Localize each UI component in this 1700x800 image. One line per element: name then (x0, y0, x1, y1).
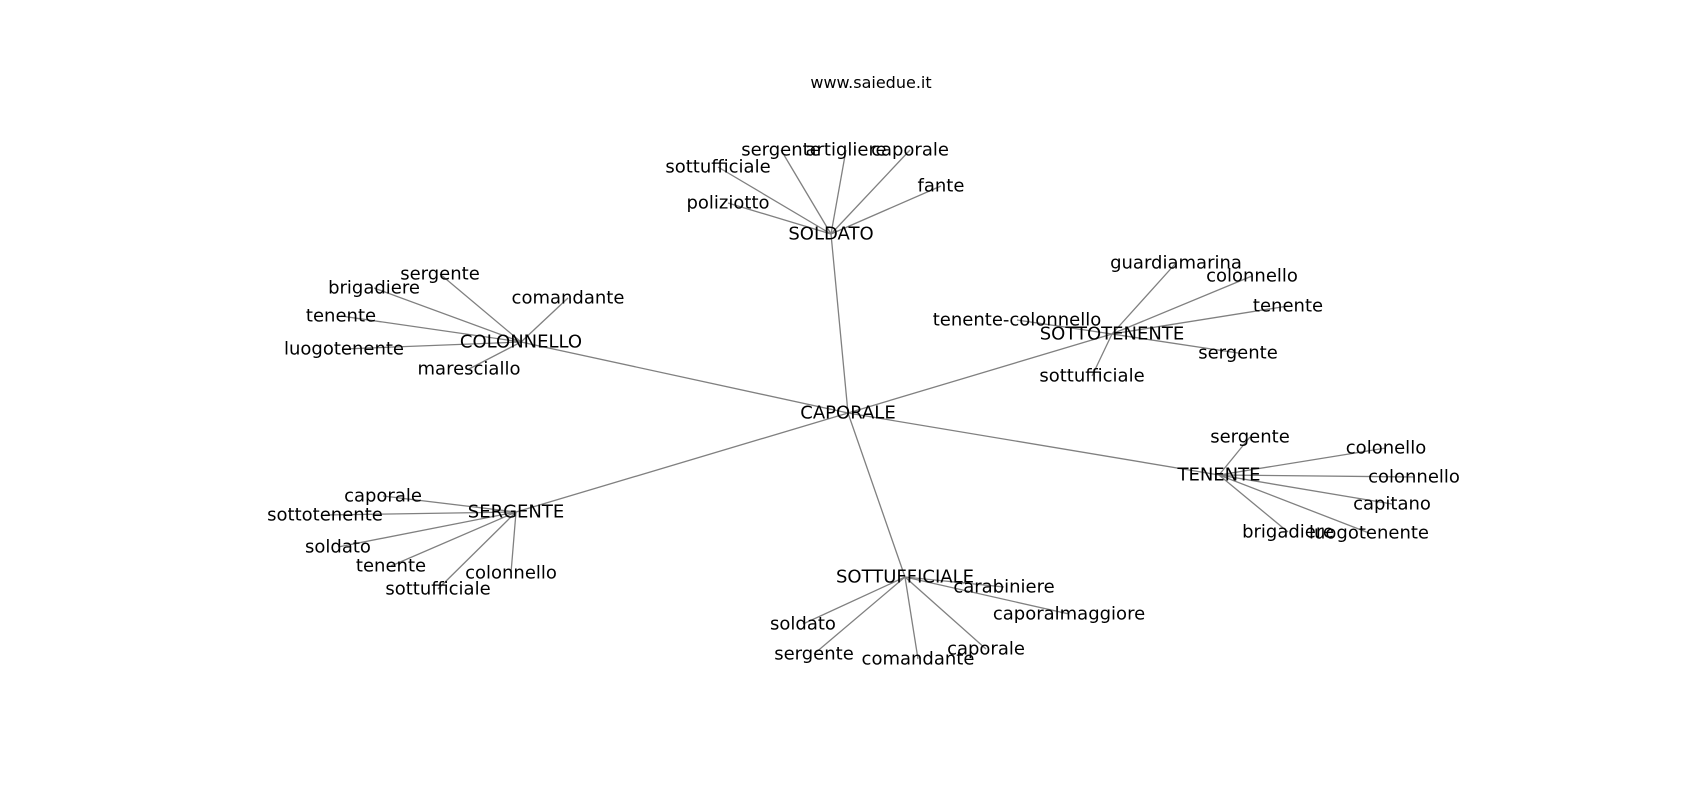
site-url-label: www.saiedue.it (810, 73, 931, 92)
edge-sergente-leaf-4 (510, 511, 517, 574)
edge-colonnello-leaf-0 (439, 273, 522, 343)
edge-tenente-leaf-3 (1218, 474, 1393, 505)
edge-sottotenente-leaf-1 (1111, 275, 1253, 335)
edge-tenente-leaf-2 (1218, 474, 1415, 478)
leaf-node-sottufficiale-0: carabiniere (953, 577, 1054, 598)
edge-sottotenente-leaf-5 (1091, 333, 1113, 377)
leaf-node-sottotenente-1: colonnello (1206, 266, 1298, 287)
leaf-node-sergente-3: tenente (356, 556, 426, 577)
leaf-node-colonnello-0: sergente (400, 264, 480, 285)
edge-soldato-leaf-5 (727, 202, 832, 235)
edges-layer (324, 149, 1415, 660)
edge-tenente-leaf-5 (1218, 474, 1370, 534)
edge-center-colonnello (520, 341, 849, 414)
leaf-node-soldato-3: sottufficiale (665, 157, 770, 178)
edge-sergente-leaf-1 (324, 511, 517, 516)
edge-tenente-leaf-0 (1218, 436, 1251, 476)
edge-sottotenente-leaf-4 (1111, 333, 1239, 354)
edge-colonnello-leaf-2 (520, 297, 569, 343)
edge-sergente-leaf-5 (437, 511, 517, 590)
leaf-node-sottotenente-2: tenente (1253, 296, 1323, 317)
leaf-node-colonnello-3: tenente (306, 306, 376, 327)
leaf-node-tenente-2: colonnello (1368, 467, 1460, 488)
hub-node-sottotenente: SOTTOTENENTE (1040, 324, 1184, 345)
edge-sottufficiale-leaf-5 (904, 576, 919, 660)
edge-sergente-leaf-3 (390, 511, 517, 567)
hub-node-soldato: SOLDATO (788, 224, 873, 245)
edge-sottufficiale-leaf-3 (904, 576, 987, 650)
edge-center-soldato (830, 233, 849, 414)
edge-colonnello-leaf-1 (373, 287, 522, 343)
edge-center-sottotenente (847, 333, 1113, 414)
edge-sergente-leaf-2 (337, 511, 517, 548)
hub-node-sottufficiale: SOTTUFFICIALE (836, 567, 974, 588)
leaf-node-sottotenente-4: sergente (1198, 343, 1278, 364)
leaf-node-colonnello-4: luogotenente (284, 339, 404, 360)
edge-sottotenente-leaf-2 (1111, 305, 1289, 335)
edge-center-sergente (515, 412, 849, 513)
edge-colonnello-leaf-5 (468, 341, 522, 370)
leaf-node-sergente-0: caporale (344, 486, 422, 507)
leaf-node-soldato-4: fante (918, 176, 965, 197)
edge-tenente-leaf-1 (1218, 447, 1387, 476)
leaf-node-sottotenente-5: sottufficiale (1039, 366, 1144, 387)
leaf-node-soldato-2: caporale (871, 140, 949, 161)
leaf-node-tenente-3: capitano (1353, 494, 1431, 515)
hub-node-sergente: SERGENTE (468, 502, 564, 523)
edge-soldato-leaf-0 (780, 149, 832, 235)
leaf-node-sottotenente-3: tenente-colonnello (933, 310, 1101, 331)
edge-sergente-leaf-0 (382, 495, 517, 513)
leaf-node-sottufficiale-5: comandante (862, 649, 975, 670)
edge-sottotenente-leaf-0 (1111, 262, 1177, 335)
leaf-node-sottufficiale-2: soldato (770, 614, 836, 635)
leaf-node-sergente-1: sottotenente (267, 505, 383, 526)
labels-layer: CAPORALESOLDATOsergenteartiglierecaporal… (267, 140, 1460, 670)
leaf-node-sottufficiale-3: caporale (947, 639, 1025, 660)
edge-soldato-leaf-2 (830, 149, 911, 235)
edge-sottotenente-leaf-3 (1016, 319, 1113, 335)
leaf-node-soldato-1: artigliere (805, 140, 886, 161)
leaf-node-sergente-2: soldato (305, 537, 371, 558)
edge-center-sottufficiale (847, 412, 906, 578)
edge-colonnello-leaf-3 (340, 315, 522, 343)
leaf-node-tenente-5: luogotenente (1309, 523, 1429, 544)
hub-node-colonnello: COLONNELLO (460, 332, 582, 353)
edge-soldato-leaf-3 (717, 166, 832, 235)
edge-sottufficiale-leaf-1 (904, 576, 1070, 615)
leaf-node-colonnello-5: maresciallo (418, 359, 521, 380)
leaf-node-tenente-1: colonello (1346, 438, 1426, 459)
leaf-node-tenente-0: sergente (1210, 427, 1290, 448)
edge-sottufficiale-leaf-2 (802, 576, 906, 625)
edge-colonnello-leaf-4 (343, 341, 522, 350)
edge-soldato-leaf-1 (830, 149, 847, 235)
leaf-node-sottotenente-0: guardiamarina (1110, 253, 1242, 274)
leaf-node-sottufficiale-1: caporalmaggiore (993, 604, 1145, 625)
leaf-node-sottufficiale-4: sergente (774, 644, 854, 665)
leaf-node-tenente-4: brigadiere (1242, 522, 1334, 543)
edge-tenente-leaf-4 (1218, 474, 1289, 533)
center-node-label: CAPORALE (800, 403, 895, 424)
leaf-node-colonnello-1: brigadiere (328, 278, 420, 299)
leaf-node-soldato-0: sergente (741, 140, 821, 161)
leaf-node-sergente-4: colonnello (465, 563, 557, 584)
hub-node-tenente: TENENTE (1176, 465, 1260, 486)
leaf-node-sergente-5: sottufficiale (385, 579, 490, 600)
leaf-node-colonnello-2: comandante (512, 288, 625, 309)
leaf-node-soldato-5: poliziotto (686, 193, 769, 214)
edge-soldato-leaf-4 (830, 185, 942, 235)
edge-sottufficiale-leaf-0 (904, 576, 1005, 588)
edge-sottufficiale-leaf-4 (813, 576, 906, 655)
edge-center-tenente (847, 412, 1220, 476)
